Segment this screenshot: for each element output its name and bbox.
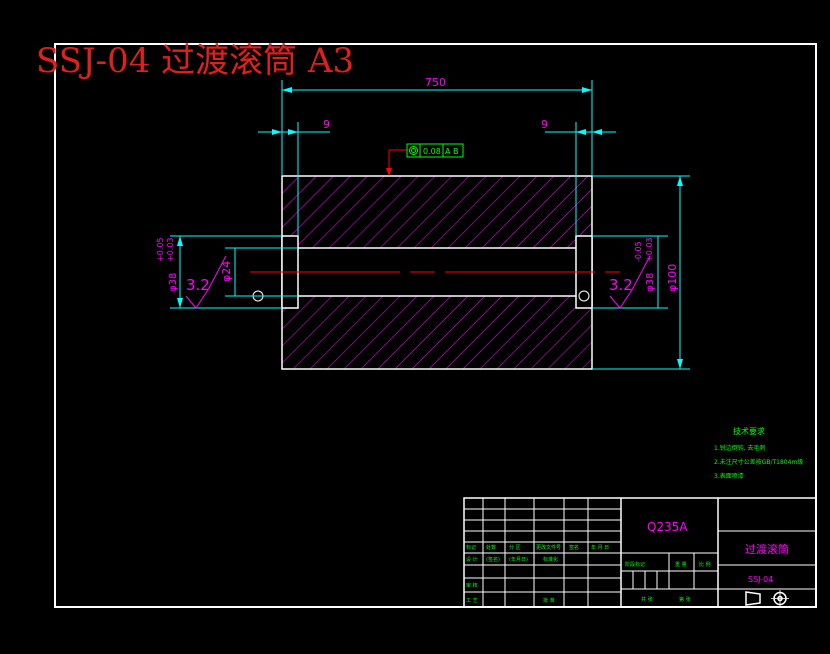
- part-name: 过渡滚筒: [745, 542, 789, 556]
- dim-left-bore-diameter: φ38: [168, 273, 179, 292]
- sheet-total: 共 张: [641, 596, 653, 603]
- tech-req-item-3: 3.表面喷漆: [714, 472, 744, 480]
- roller-section: [250, 175, 620, 370]
- material-name: Q235A: [647, 520, 688, 534]
- dim-left-bore-tol-upper: +0.05: [156, 237, 165, 262]
- dim-left-bore-tol-lower: +0.03: [166, 237, 175, 262]
- roughness-right: 3.2: [609, 255, 651, 309]
- dim-right-bore-tol-upper: -0.05: [634, 241, 643, 262]
- right-hole-marker: [578, 290, 590, 302]
- projection-symbol-icon: [745, 590, 789, 607]
- title-block: [463, 497, 817, 608]
- roughness-right-value: 3.2: [609, 276, 633, 294]
- header-signature: 签名: [569, 544, 579, 551]
- dim-right-step: 9: [541, 118, 548, 131]
- dimension-arrows: [177, 87, 683, 369]
- dim-overall-length: 750: [425, 76, 446, 89]
- dim-left-step: 9: [323, 118, 330, 131]
- stage-mark-header: 阶段标记: [625, 561, 645, 568]
- drawing-title-overlay: SSJ-04 过渡滚筒 A3: [36, 41, 354, 81]
- roller-wall-top: [282, 176, 592, 248]
- geometric-tolerance-frame: 0.08 A B: [386, 143, 464, 176]
- tolerance-datum: A B: [445, 147, 459, 156]
- header-change-doc: 更改文件号: [536, 544, 561, 551]
- dim-right-bore-tol-lower: +0.03: [645, 237, 654, 262]
- tech-req-item-2: 2.未注尺寸公差按GB/T1804m级: [714, 458, 803, 466]
- dimensions: [170, 80, 690, 370]
- weight-header: 重 量: [675, 561, 687, 568]
- row-process: 工 艺: [466, 598, 478, 604]
- sheet-number: 第 张: [679, 596, 691, 603]
- row-review: 审 核: [466, 582, 478, 589]
- row-design: 设 计: [466, 556, 478, 563]
- roughness-left: 3.2: [185, 255, 227, 309]
- row-design-date: (年月日): [509, 556, 528, 563]
- row-design-signature: (签名): [486, 556, 500, 563]
- technical-requirements: 技术要求 1.锐边倒钝, 去毛刺 2.未注尺寸公差按GB/T1804m级 3.表…: [714, 426, 803, 480]
- header-date: 年 月 日: [591, 544, 609, 551]
- tolerance-value: 0.08: [423, 147, 441, 156]
- header-zone: 分 区: [509, 544, 521, 551]
- row-approve: 批 准: [543, 597, 555, 604]
- row-standardization: 标准化: [543, 556, 558, 563]
- title-block-headers: 标记 处数 分 区 更改文件号 签名 年 月 日 设 计 (签名) (年月日) …: [466, 544, 711, 604]
- dim-inner-diameter: φ24: [220, 261, 233, 282]
- drawing-frame: [54, 43, 817, 608]
- drawing-number: SSJ-04: [748, 575, 773, 584]
- dim-outer-diameter: φ100: [666, 264, 679, 292]
- tech-req-heading: 技术要求: [733, 426, 765, 436]
- scale-header: 比 例: [699, 561, 711, 568]
- header-count: 处数: [486, 544, 496, 551]
- dim-right-bore-diameter: φ38: [645, 273, 656, 292]
- roughness-left-value: 3.2: [186, 276, 210, 294]
- tech-req-item-1: 1.锐边倒钝, 去毛刺: [714, 444, 766, 452]
- header-mark: 标记: [466, 544, 476, 551]
- roller-wall-bottom: [282, 296, 592, 369]
